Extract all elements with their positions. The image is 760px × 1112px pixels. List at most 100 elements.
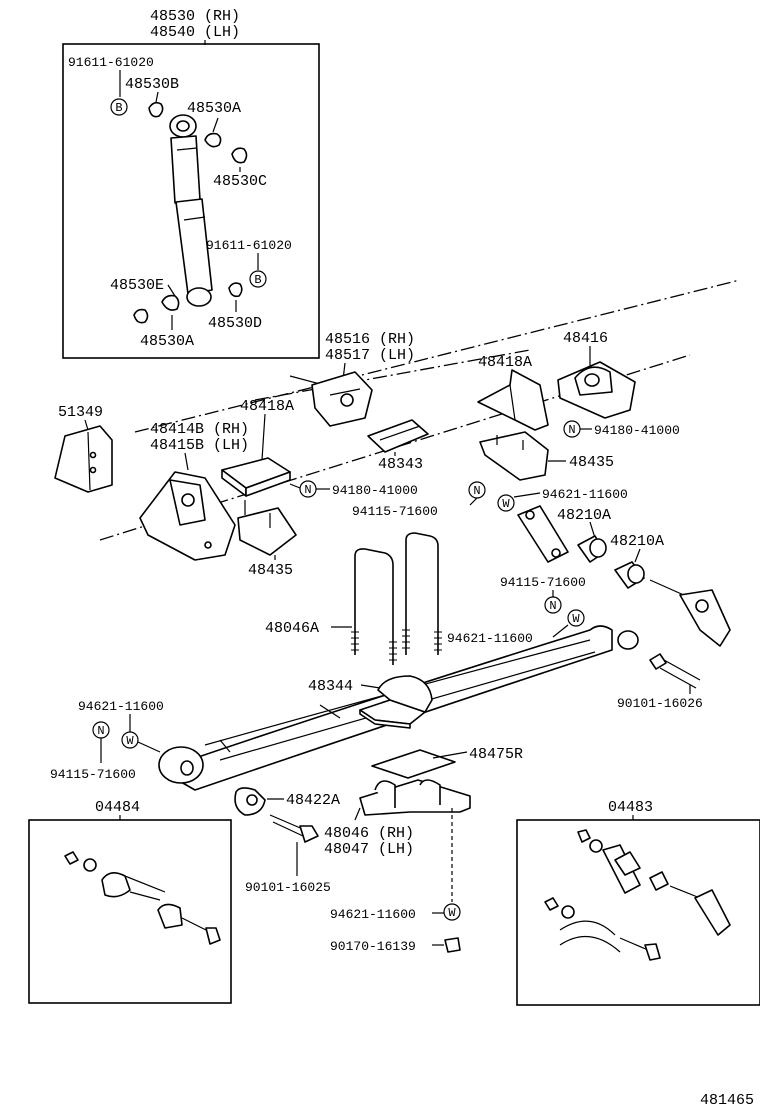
seat-48344 [359, 675, 433, 729]
svg-text:W: W [448, 906, 456, 920]
nut-90170-16139 [444, 937, 461, 953]
svg-text:N: N [473, 484, 480, 498]
spacer-left-leader [261, 413, 266, 461]
bolt-90101-16025 [269, 814, 319, 843]
svg-text:N: N [304, 483, 311, 497]
plate-343-label: 48343 [378, 456, 423, 473]
bushing-front-label: 48422A [286, 792, 340, 809]
shackle-label: 48210A [557, 507, 611, 524]
bolt-shackle-label: 90101-16026 [617, 696, 703, 711]
spacer-48418a-left [221, 457, 291, 497]
ubolt-48046a [351, 532, 442, 665]
shock-bushing-a-bottom [161, 294, 180, 311]
shock-bushing-a-top-label: 48530A [187, 100, 241, 117]
plate-48046-leader [354, 807, 361, 821]
spacer-48418a-right [477, 369, 549, 431]
pad-leader [432, 751, 468, 759]
shock-bushing-c [231, 147, 248, 164]
plate-48435-right [479, 431, 549, 481]
shock-bushing-a-top [204, 132, 222, 148]
nut-shackle-top-leader [469, 497, 478, 506]
bracket-lh-label: 48517 (LH) [325, 347, 415, 364]
svg-text:B: B [115, 101, 122, 115]
kit-right-parts [544, 829, 731, 961]
seat-label: 48344 [308, 678, 353, 695]
mark-n-left: N [299, 480, 317, 498]
shackle-48210a [517, 505, 569, 563]
shackle-leader [589, 521, 596, 539]
washer-bottom-label: 94621-11600 [330, 907, 416, 922]
mark-w-ubolt: W [567, 609, 585, 627]
kit-left-frame [28, 819, 232, 1004]
hanger-rh-label: 48414B (RH) [150, 421, 249, 438]
svg-text:N: N [549, 599, 556, 613]
kit-left-parts [64, 851, 221, 945]
plate-48046 [359, 779, 471, 816]
bushing-shackle-label: 48210A [610, 533, 664, 550]
mark-w-bottom: W [443, 903, 461, 921]
bolt-front-label: 90101-16025 [245, 880, 331, 895]
mark-w-top: W [497, 494, 515, 512]
shock-bushing-b-label: 48530B [125, 76, 179, 93]
bushing-48422a [234, 787, 266, 816]
svg-text:W: W [572, 612, 580, 626]
kit-right-label: 04483 [608, 799, 653, 816]
figure-number: 481465 [700, 1092, 754, 1109]
pad-label: 48475R [469, 746, 523, 763]
bolt-90101-16026 [649, 653, 701, 689]
nut-bottom-label: 90170-16139 [330, 939, 416, 954]
bushing-48210a-a [577, 535, 607, 563]
plate-435-right-label: 48435 [569, 454, 614, 471]
hanger-label: 48416 [563, 330, 608, 347]
shock-bushing-a-top-leader [212, 117, 219, 133]
bracket-48516 [289, 371, 373, 427]
shock-bushing-d-label: 48530D [208, 315, 262, 332]
spacer-left-label: 48418A [240, 398, 294, 415]
shock-inset-frame [62, 43, 320, 359]
shock-bushing-d [228, 282, 243, 298]
shock-bushing-a-bottom-label: 48530A [140, 333, 194, 350]
mark-n-shackle: N [544, 596, 562, 614]
nut-shackle-top-label: 94115-71600 [352, 504, 438, 519]
nut-shackle-label: 94115-71600 [500, 575, 586, 590]
shock-bolt-top-label: 91611-61020 [68, 55, 154, 70]
mark-b-bottom: B [249, 270, 267, 288]
nut-right-label: 94180-41000 [594, 423, 680, 438]
plate-rh-label: 48046 (RH) [324, 825, 414, 842]
svg-text:W: W [126, 734, 134, 748]
nut-front-label: 94115-71600 [50, 767, 136, 782]
mark-b-top: B [110, 98, 128, 116]
shock-absorber [169, 114, 213, 307]
bracket-51349-leader [84, 419, 89, 431]
nut-left-arrow [289, 483, 301, 489]
bushing-48210a-b [614, 561, 645, 589]
shock-bushing-e-label: 48530E [110, 277, 164, 294]
spacer-right-label: 48418A [478, 354, 532, 371]
frame-centerline-mid [254, 349, 531, 401]
svg-text:N: N [97, 724, 104, 738]
pad-48475r [371, 749, 456, 779]
shock-bushing-e-leader [167, 284, 176, 297]
bracket-51349-label: 51349 [58, 404, 103, 421]
shock-bushing-c-label: 48530C [213, 173, 267, 190]
ubolt-label: 48046A [265, 620, 319, 637]
svg-text:N: N [568, 423, 575, 437]
shock-bushing-e [133, 308, 149, 324]
hanger-48414b [139, 471, 236, 561]
mark-n-shackle-top: N [468, 481, 486, 499]
seat-leader [360, 684, 381, 689]
washer-front-label: 94621-11600 [78, 699, 164, 714]
shock-number-rh: 48530 (RH) [150, 8, 240, 25]
kit-left-label: 04484 [95, 799, 140, 816]
svg-text:B: B [254, 273, 261, 287]
plate-48435-left [237, 500, 297, 556]
shackle-bolt-right [649, 579, 731, 647]
washer-top-leader [513, 492, 541, 498]
plate-435-left-label: 48435 [248, 562, 293, 579]
nut-left-label: 94180-41000 [332, 483, 418, 498]
frame-centerline-upper [134, 279, 741, 433]
washer-top-label: 94621-11600 [542, 487, 628, 502]
bushing-shackle-leader [634, 548, 641, 563]
plate-lh-label: 48047 (LH) [324, 841, 414, 858]
